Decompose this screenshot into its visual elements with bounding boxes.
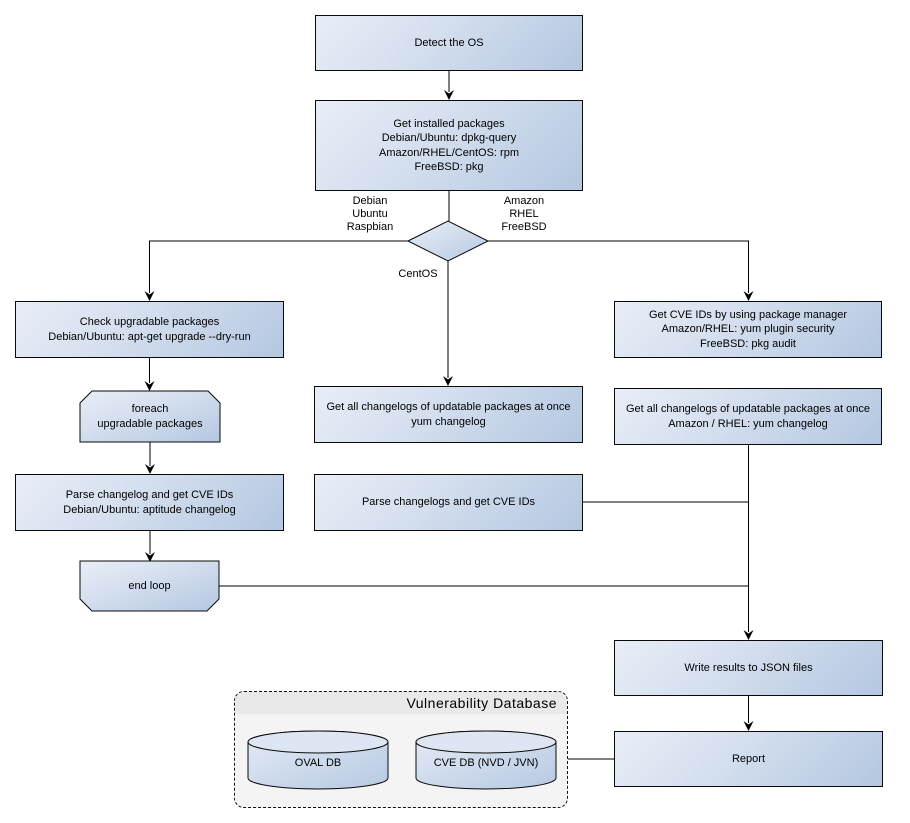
node-label: Debian/Ubuntu: apt-get upgrade --dry-run (48, 330, 251, 343)
loop-end-label-group: end loop (80, 561, 219, 611)
branch-label-line: CentOS (398, 268, 438, 280)
node-label: FreeBSD: pkg (414, 161, 484, 173)
arrowhead (743, 630, 754, 640)
loop-end-shape (79, 560, 220, 612)
node-check-upgradable-packages: Check upgradable packages Debian/Ubuntu:… (15, 301, 284, 358)
node-get-changelogs-centos: Get all changelogs of updatable packages… (314, 386, 583, 443)
node-get-changelogs-amazon-rhel: Get all changelogs of updatable packages… (614, 388, 882, 445)
node-label: Debian/Ubuntu: dpkg-query (381, 132, 517, 144)
node-label: Parse changelogs and get CVE IDs (361, 496, 536, 509)
node-label: Get CVE IDs by using package manager (648, 308, 848, 321)
node-parse-changelog-left: Parse changelog and get CVE IDs Debian/U… (15, 474, 284, 531)
branch-label-debian: Debian Ubuntu Raspbian (330, 195, 410, 234)
connector-line (149, 240, 408, 293)
connector-line (488, 240, 749, 293)
node-label: end loop (128, 579, 171, 592)
node-report: Report (614, 731, 883, 787)
node-label: Amazon / RHEL: yum changelog (668, 417, 828, 430)
branch-label-line: Debian (352, 195, 388, 207)
vulnerability-database-header: Vulnerability Database (235, 692, 567, 714)
node-label: Write results to JSON files (684, 661, 813, 674)
node-label: foreach (131, 403, 169, 415)
arrowhead (743, 291, 754, 301)
branch-label-centos: CentOS (387, 268, 449, 281)
node-label: Report (731, 752, 766, 765)
vulnerability-database-title: Vulnerability Database (406, 695, 557, 711)
node-label: Get installed packages (393, 117, 505, 130)
node-label: FreeBSD: pkg audit (700, 337, 796, 350)
node-label: Detect the OS (414, 36, 484, 49)
os-decision-diamond (406, 220, 490, 262)
arrowhead (145, 464, 155, 474)
branch-label-line: Amazon (503, 195, 545, 207)
vulnerability-database-container: Vulnerability Database (234, 691, 568, 808)
node-label: Get all changelogs of updatable packages… (625, 403, 870, 415)
node-label: Parse changelog and get CVE IDs (65, 489, 234, 501)
branch-label-line: Raspbian (346, 221, 394, 233)
node-label: Get all changelogs of updatable packages… (326, 401, 571, 413)
node-label: yum changelog (411, 415, 486, 428)
branch-label-line: FreeBSD (501, 221, 547, 233)
loop-start-shape (79, 390, 221, 443)
branch-label-amazon: Amazon RHEL FreeBSD (484, 195, 564, 234)
node-label: Amazon/RHEL: yum plugin security (661, 323, 835, 336)
node-label: Check upgradable packages (79, 316, 220, 328)
arrowhead (444, 90, 454, 100)
node-label: Amazon/RHEL/CentOS: rpm (379, 146, 519, 159)
arrowhead (144, 381, 155, 391)
arrowhead (443, 376, 453, 386)
branch-label-line: RHEL (509, 208, 539, 220)
node-detect-os: Detect the OS (315, 15, 583, 71)
loop-start-label-group: foreach upgradable packages (80, 391, 220, 442)
branch-label-line: Ubuntu (352, 208, 388, 220)
node-write-results-json: Write results to JSON files (614, 640, 883, 696)
arrowhead (145, 552, 155, 562)
node-get-installed-packages: Get installed packages Debian/Ubuntu: dp… (315, 100, 583, 191)
node-get-cve-ids-pkg-manager: Get CVE IDs by using package manager Ama… (614, 301, 882, 358)
arrowhead (743, 721, 754, 731)
arrowhead (144, 291, 155, 301)
node-label: upgradable packages (97, 417, 203, 430)
node-label: Debian/Ubuntu: aptitude changelog (63, 503, 236, 516)
node-parse-changelogs-centos: Parse changelogs and get CVE IDs (314, 474, 583, 531)
